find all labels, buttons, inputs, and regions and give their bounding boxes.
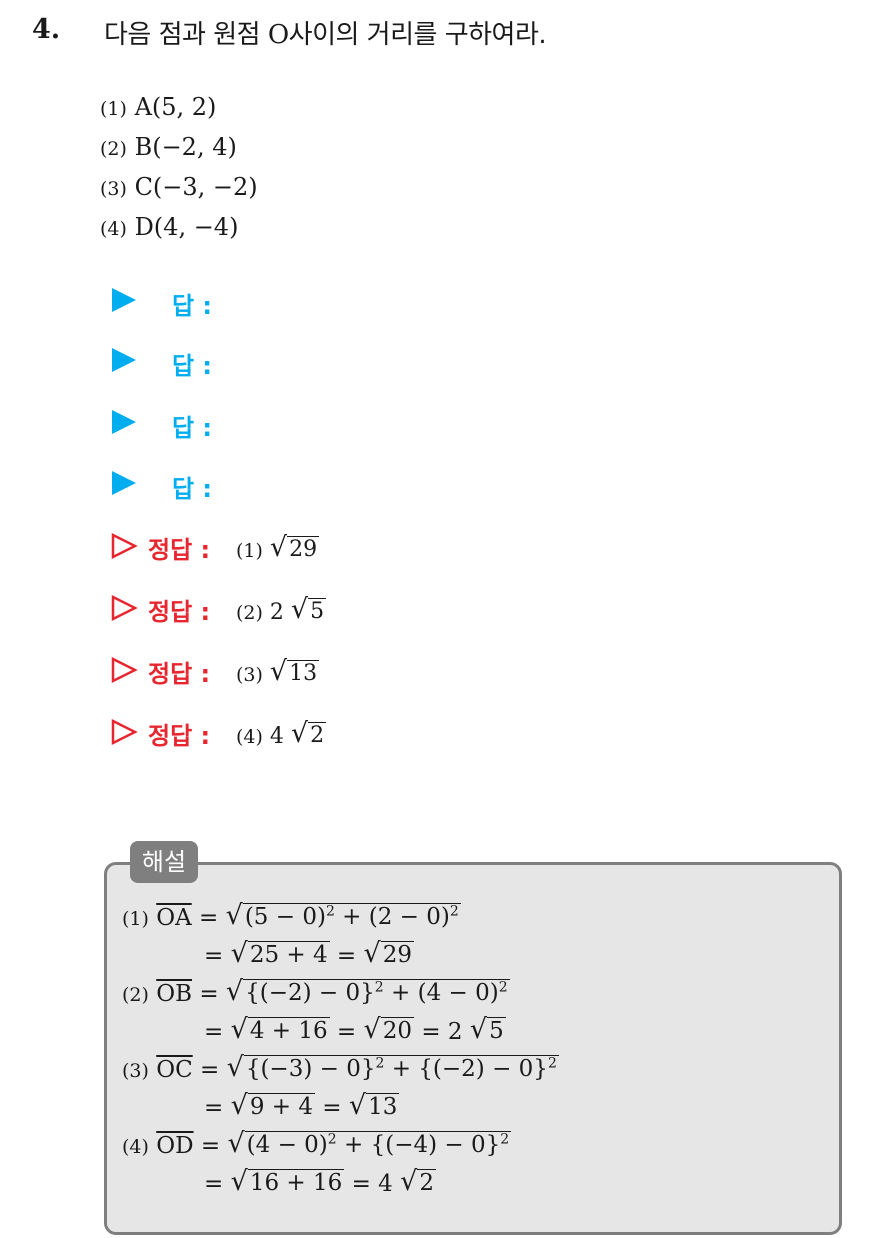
- solution-line: = √9 + 4 = √13: [204, 1090, 400, 1121]
- list-item: (3) C(−3, −2): [100, 173, 258, 201]
- solution-line: = √25 + 4 = √29: [204, 938, 415, 969]
- answer-row[interactable]: 답 :: [112, 469, 212, 503]
- answer-row[interactable]: 답 :: [112, 346, 212, 380]
- correct-value: (4) 4 √2: [236, 718, 327, 749]
- answer-label: 답 :: [172, 292, 213, 320]
- correct-label: 정답 :: [148, 598, 211, 626]
- list-item: (2) B(−2, 4): [100, 133, 237, 161]
- answer-label: 답 :: [172, 414, 213, 442]
- answer-label: 답 :: [172, 475, 213, 503]
- answer-row[interactable]: 답 :: [112, 286, 212, 320]
- outline-triangle-icon: [111, 656, 138, 684]
- filled-triangle-icon: [112, 288, 136, 312]
- list-item: (4) D(4, −4): [100, 213, 239, 241]
- question-text: 다음 점과 원점 O사이의 거리를 구하여라.: [104, 20, 547, 50]
- list-item: (1) A(5, 2): [100, 93, 217, 121]
- correct-value: (3) √13: [236, 656, 320, 687]
- correct-label: 정답 :: [148, 722, 211, 750]
- solution-line: (1) OA = √(5 − 0)2 + (2 − 0)2: [122, 900, 461, 931]
- solution-title: 해설: [130, 841, 198, 883]
- outline-triangle-icon: [111, 718, 138, 746]
- filled-triangle-icon: [112, 348, 136, 372]
- solution-line: (3) OC = √{(−3) − 0}2 + {(−2) − 0}2: [122, 1052, 559, 1083]
- item-list: (1) A(5, 2) (2) B(−2, 4) (3) C(−3, −2) (…: [100, 88, 258, 248]
- outline-triangle-icon: [111, 594, 138, 622]
- solution-line: = √16 + 16 = 4 √2: [204, 1166, 436, 1197]
- answer-label: 답 :: [172, 352, 213, 380]
- correct-value: (2) 2 √5: [236, 594, 327, 625]
- solution-line: (4) OD = √(4 − 0)2 + {(−4) − 0}2: [122, 1128, 512, 1159]
- solution-box: [104, 862, 842, 1235]
- correct-label: 정답 :: [148, 660, 211, 688]
- correct-value: (1) √29: [236, 532, 320, 563]
- solution-line: (2) OB = √{(−2) − 0}2 + (4 − 0)2: [122, 976, 510, 1007]
- filled-triangle-icon: [112, 410, 136, 434]
- filled-triangle-icon: [112, 471, 136, 495]
- solution-line: = √4 + 16 = √20 = 2 √5: [204, 1014, 506, 1045]
- answer-row[interactable]: 답 :: [112, 408, 212, 442]
- correct-label: 정답 :: [148, 536, 211, 564]
- question-number: 4.: [32, 14, 61, 45]
- outline-triangle-icon: [111, 532, 138, 560]
